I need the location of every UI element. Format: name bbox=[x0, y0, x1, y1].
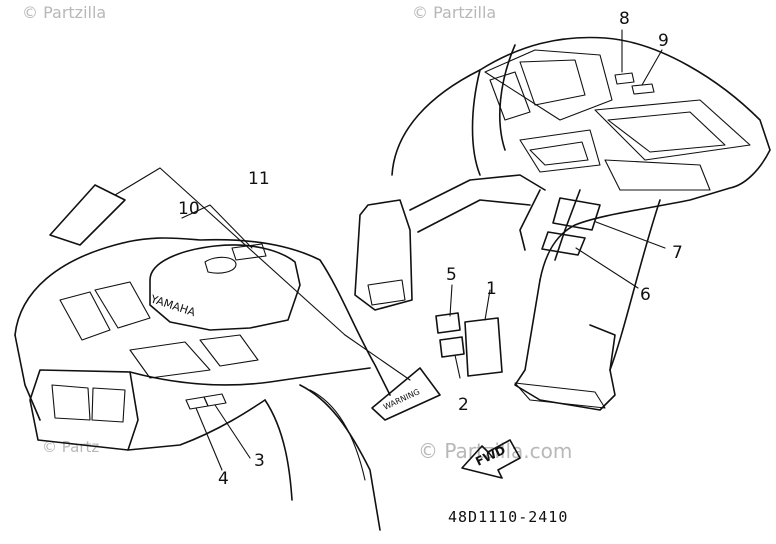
callout-10: 10 bbox=[178, 199, 200, 219]
callout-2: 2 bbox=[458, 395, 469, 415]
leader-7 bbox=[595, 221, 666, 249]
leader-5 bbox=[449, 284, 453, 317]
callout-5: 5 bbox=[446, 265, 457, 285]
callout-11: 11 bbox=[248, 169, 270, 189]
callout-1: 1 bbox=[486, 279, 497, 299]
decal-1 bbox=[464, 317, 503, 377]
leader-4 bbox=[195, 407, 223, 471]
leader-11b bbox=[344, 334, 411, 381]
decal-5 bbox=[435, 312, 461, 334]
rear-fender-drawing bbox=[354, 36, 771, 411]
leader-2 bbox=[454, 354, 461, 379]
callout-8: 8 bbox=[619, 9, 630, 29]
decal-11-warning bbox=[371, 367, 441, 421]
leader-10 bbox=[181, 204, 253, 249]
front-fender-drawing: YAMAHA bbox=[14, 237, 391, 531]
leader-3 bbox=[214, 404, 251, 459]
leader-6 bbox=[575, 247, 639, 289]
callout-7: 7 bbox=[672, 243, 683, 263]
callout-9: 9 bbox=[658, 31, 669, 51]
yamaha-emblem: YAMAHA bbox=[148, 292, 197, 319]
callout-6: 6 bbox=[640, 285, 651, 305]
part-number-label: 48D1110-2410 bbox=[448, 508, 568, 526]
decal-11-left bbox=[49, 184, 126, 246]
watermark-top-left: © Partzilla bbox=[22, 3, 106, 22]
watermark-top-center: © Partzilla bbox=[412, 3, 496, 22]
decal-2 bbox=[439, 336, 465, 358]
watermark-center: © Partzilla.com bbox=[418, 439, 572, 463]
callout-4: 4 bbox=[218, 469, 229, 489]
leader-11 bbox=[114, 167, 346, 336]
leader-1 bbox=[484, 289, 491, 321]
leader-9 bbox=[641, 49, 663, 86]
callout-3: 3 bbox=[254, 451, 265, 471]
